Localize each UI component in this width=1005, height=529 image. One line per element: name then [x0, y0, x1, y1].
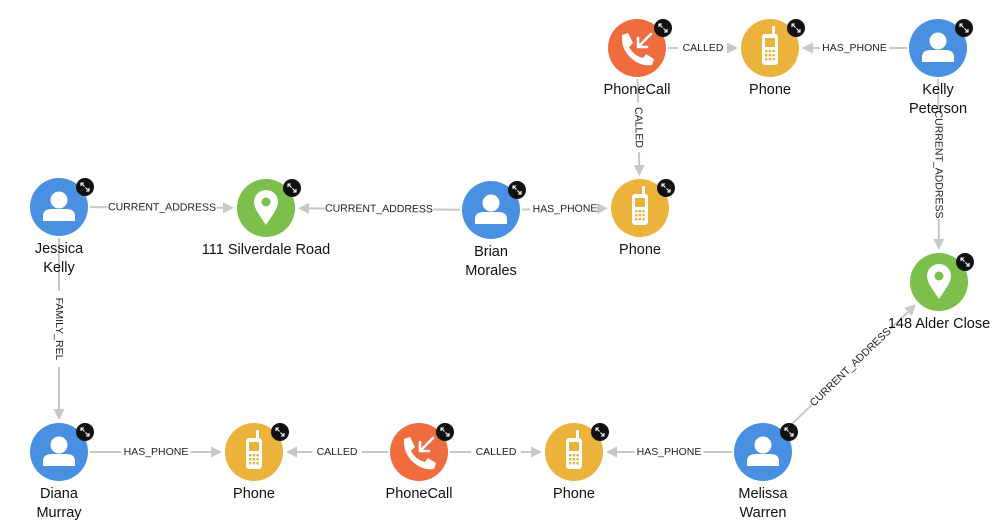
- edge-called[interactable]: CALLED: [668, 42, 738, 54]
- node-label: Melissa: [738, 486, 788, 502]
- node-label: Murray: [36, 505, 82, 521]
- edge-family-rel[interactable]: FAMILY_REL: [53, 238, 65, 420]
- mobile-phone-icon: [566, 430, 582, 469]
- node-label: Phone: [233, 486, 275, 502]
- arrowhead-icon: [904, 304, 916, 316]
- expand-icon[interactable]: [76, 423, 94, 441]
- node-address[interactable]: 148 Alder Close: [888, 253, 990, 332]
- node-phone[interactable]: Phone: [741, 19, 805, 98]
- arrowhead-icon: [297, 202, 310, 214]
- expand-icon[interactable]: [436, 423, 454, 441]
- edge-label: HAS_PHONE: [124, 446, 189, 458]
- edge-label: CURRENT_ADDRESS: [932, 111, 944, 219]
- node-label: Phone: [749, 82, 791, 98]
- expand-icon[interactable]: [591, 423, 609, 441]
- expand-icon[interactable]: [955, 19, 973, 37]
- node-label: Kelly: [43, 260, 75, 276]
- expand-icon[interactable]: [787, 19, 805, 37]
- expand-icon[interactable]: [657, 179, 675, 197]
- expand-icon[interactable]: [956, 253, 974, 271]
- arrowhead-icon: [211, 446, 222, 458]
- edge-called[interactable]: CALLED: [450, 446, 542, 458]
- person-icon: [43, 436, 75, 466]
- edge-label: CURRENT_ADDRESS: [808, 326, 894, 410]
- node-phone[interactable]: Phone: [545, 423, 609, 502]
- arrowhead-icon: [606, 446, 617, 458]
- person-icon: [43, 191, 75, 221]
- node-phone[interactable]: Phone: [611, 179, 675, 258]
- arrowhead-icon: [933, 238, 945, 251]
- edge-current-address[interactable]: CURRENT_ADDRESS: [89, 201, 235, 214]
- node-label: Diana: [40, 486, 79, 502]
- location-pin-icon: [927, 264, 951, 299]
- node-label: PhoneCall: [604, 82, 671, 98]
- arrowhead-icon: [222, 202, 235, 214]
- node-label: Peterson: [909, 101, 967, 117]
- node-label: Phone: [553, 486, 595, 502]
- node-label: Warren: [740, 505, 787, 521]
- edge-label: HAS_PHONE: [822, 42, 887, 54]
- edge-current-address[interactable]: CURRENT_ADDRESS: [297, 202, 461, 216]
- node-label: Kelly: [922, 82, 954, 98]
- edge-called[interactable]: CALLED: [286, 446, 388, 458]
- person-icon: [747, 436, 779, 466]
- node-phone[interactable]: Phone: [225, 423, 289, 502]
- node-label: 111 Silverdale Road: [202, 242, 330, 258]
- edge-label: HAS_PHONE: [533, 203, 598, 216]
- expand-icon[interactable]: [780, 423, 798, 441]
- arrowhead-icon: [727, 42, 738, 54]
- edge-called[interactable]: CALLED: [632, 78, 645, 177]
- expand-icon[interactable]: [654, 19, 672, 37]
- node-label: Morales: [465, 263, 517, 279]
- edge-has-phone[interactable]: HAS_PHONE: [606, 446, 732, 458]
- edge-label: CALLED: [476, 446, 517, 458]
- node-phonecall[interactable]: PhoneCall: [604, 19, 672, 98]
- incoming-call-icon: [403, 436, 436, 470]
- node-label: Phone: [619, 242, 661, 258]
- node-label: 148 Alder Close: [888, 316, 990, 332]
- edge-has-phone[interactable]: HAS_PHONE: [521, 203, 609, 216]
- node-address[interactable]: 111 Silverdale Road: [202, 179, 330, 258]
- node-phonecall[interactable]: PhoneCall: [386, 423, 454, 502]
- node-label: PhoneCall: [386, 486, 453, 502]
- arrowhead-icon: [802, 42, 813, 54]
- node-label: Brian: [474, 244, 508, 260]
- edge-label: CALLED: [683, 42, 724, 54]
- mobile-phone-icon: [246, 430, 262, 469]
- edge-current-address[interactable]: CURRENT_ADDRESS: [932, 78, 945, 251]
- node-label: Jessica: [35, 241, 84, 257]
- arrowhead-icon: [633, 164, 645, 177]
- arrowhead-icon: [531, 446, 542, 458]
- expand-icon[interactable]: [508, 181, 526, 199]
- expand-icon[interactable]: [271, 423, 289, 441]
- edge-label: CURRENT_ADDRESS: [108, 201, 216, 214]
- mobile-phone-icon: [762, 26, 778, 65]
- edge-label: CALLED: [317, 446, 358, 458]
- edge-label: CALLED: [632, 107, 645, 148]
- edge-has-phone[interactable]: HAS_PHONE: [90, 446, 222, 458]
- expand-icon[interactable]: [76, 178, 94, 196]
- person-icon: [922, 32, 954, 62]
- person-icon: [475, 194, 507, 224]
- arrowhead-icon: [286, 446, 297, 458]
- arrowhead-icon: [596, 203, 609, 215]
- arrowhead-icon: [53, 409, 65, 420]
- edge-has-phone[interactable]: HAS_PHONE: [802, 42, 907, 54]
- mobile-phone-icon: [632, 186, 648, 225]
- edge-label: HAS_PHONE: [637, 446, 702, 458]
- incoming-call-icon: [621, 32, 654, 66]
- edge-line: [889, 309, 911, 331]
- edge-label: FAMILY_REL: [53, 298, 65, 361]
- edge-label: CURRENT_ADDRESS: [325, 203, 433, 216]
- location-pin-icon: [254, 190, 278, 225]
- expand-icon[interactable]: [283, 179, 301, 197]
